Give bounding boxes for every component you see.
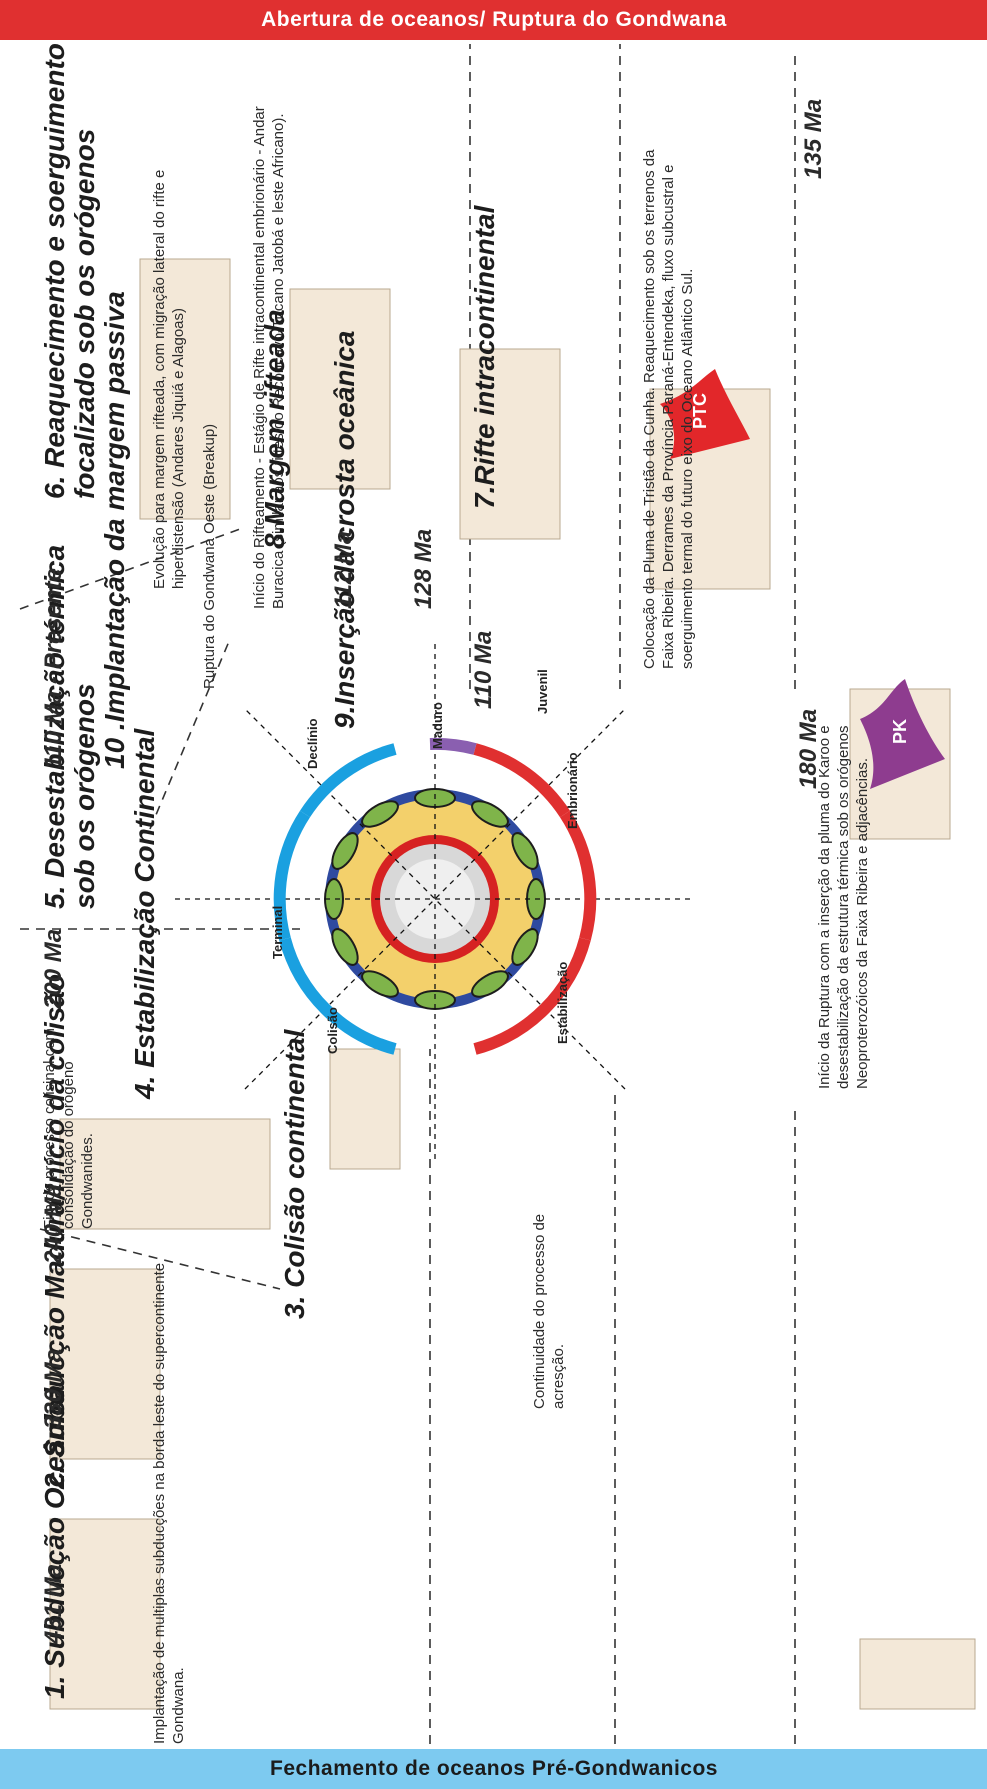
- stage-9-age-112: 112 Ma: [330, 531, 358, 609]
- cycle-phase-embrionario: Embrionário: [565, 752, 580, 829]
- stage-4-description: Início da Ruptura com a inserção da plum…: [815, 699, 872, 1089]
- stage-6-title: 6. Reaquecimento e soerguimento focaliza…: [40, 39, 100, 499]
- stage-6-description: Colocação da Pluma de Tristão da Cunha. …: [640, 109, 697, 669]
- stage-9-age: 110 Ma: [470, 631, 498, 709]
- stage-10-age: 110 Ma - Presente: [40, 568, 68, 769]
- stage-10-title: 10 .Implantação da margem passiva: [100, 291, 130, 769]
- stage-4-title: 4. Estabilização Continental: [130, 729, 160, 1099]
- stage-6-age: 135 Ma: [800, 99, 828, 179]
- stage-2-description: Continuidade do processo de acresção.: [530, 1149, 568, 1409]
- cycle-phase-maduro: Maduro: [430, 702, 445, 749]
- stage-7-title: 7.Rifte intracontinental: [470, 206, 500, 509]
- stage-3-title: 3. Colisão continental: [280, 1030, 310, 1319]
- cycle-phase-estabilizacao: Estabilização: [555, 962, 570, 1044]
- stage-5-age: 180 Ma: [795, 709, 823, 789]
- stage-1-age: 431 Ma: [40, 1564, 68, 1644]
- stage-4-age: 200 Ma: [40, 929, 68, 1009]
- plume-pk-label: PK: [890, 719, 911, 744]
- stage-8-description: Evolução para margem rifteada, com migra…: [150, 89, 188, 589]
- cycle-phase-juvenil: Juvenil: [535, 669, 550, 714]
- stage-2-age: 330 Ma: [40, 1349, 68, 1429]
- stage-9-description: Ruptura do Gondwana Oeste (Breakup): [200, 389, 219, 689]
- cycle-phase-terminal: Terminal: [270, 906, 285, 959]
- cycle-phase-colisao: Colisão: [325, 1007, 340, 1054]
- stage-1-description: Implantação de multiplas subducções na b…: [150, 1184, 188, 1744]
- stage-7-age: 128 Ma: [410, 529, 438, 609]
- cycle-phase-declinio: Declínio: [305, 718, 320, 769]
- stage-8-title: 8.Margem rifteada: [260, 309, 290, 549]
